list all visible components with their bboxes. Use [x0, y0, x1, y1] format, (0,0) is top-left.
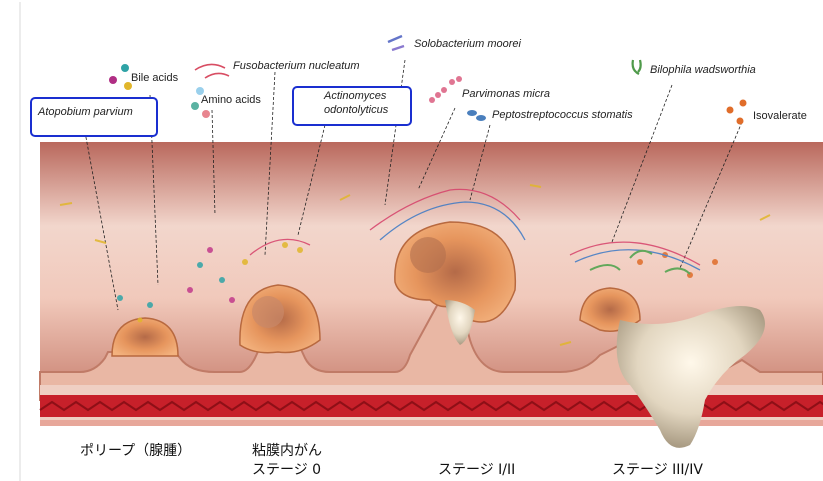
stage-label-polyp: ポリープ（腺腫）	[80, 440, 191, 460]
label-solobacterium: Solobacterium moorei	[414, 38, 521, 50]
stage-label-1-2: ステージ I/II	[438, 459, 515, 479]
bilophila-icon	[633, 60, 641, 74]
label-actinomyces-1: Actinomyces	[324, 90, 386, 102]
fusobacterium-icon	[195, 64, 229, 78]
solobacterium-icon	[388, 36, 404, 50]
stage-label-stage0: ステージ 0	[252, 459, 321, 479]
bacterium-icon	[109, 64, 132, 90]
label-amino-acids: Amino acids	[201, 94, 261, 106]
isovalerate-icon	[727, 100, 747, 125]
label-bile-acids: Bile acids	[131, 72, 178, 84]
parvimonas-icon	[429, 76, 462, 103]
stage-label-intramucosal: 粘膜内がん	[252, 440, 322, 460]
label-atopobium: Atopobium parvium	[38, 106, 133, 118]
label-isovalerate: Isovalerate	[753, 110, 807, 122]
label-parvimonas: Parvimonas micra	[462, 88, 550, 100]
label-bilophila: Bilophila wadsworthia	[650, 64, 756, 76]
stage-label-3-4: ステージ III/IV	[612, 459, 703, 479]
label-actinomyces-2: odontolyticus	[324, 104, 388, 116]
peptostreptococcus-icon	[467, 110, 486, 121]
label-fusobacterium: Fusobacterium nucleatum	[233, 60, 360, 72]
label-peptostreptococcus: Peptostreptococcus stomatis	[492, 109, 633, 121]
